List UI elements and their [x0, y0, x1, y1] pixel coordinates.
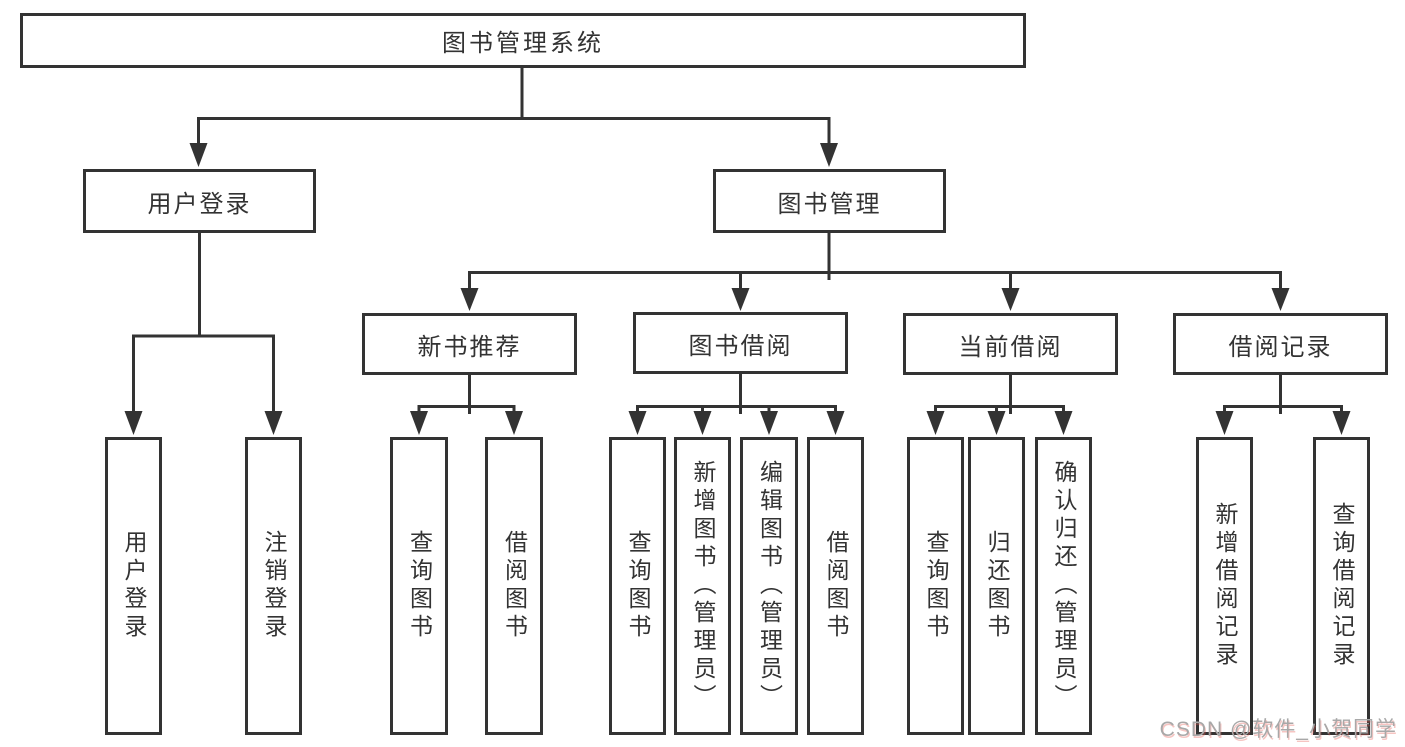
node-label: 查询借阅记录 — [1329, 502, 1355, 670]
leaf-query-books-1: 查询图书 — [390, 437, 448, 735]
leaf-confirm-return-admin: 确认归还（管理员） — [1035, 437, 1092, 735]
leaf-edit-book-admin: 编辑图书（管理员） — [740, 437, 798, 735]
node-book-management: 图书管理 — [713, 169, 946, 233]
node-label: 用户登录 — [147, 190, 252, 218]
node-label: 编辑图书（管理员） — [756, 460, 783, 712]
node-label: 归还图书 — [984, 530, 1010, 642]
node-root-system: 图书管理系统 — [20, 13, 1026, 68]
leaf-query-borrow-record: 查询借阅记录 — [1313, 437, 1370, 735]
leaf-borrow-books-1: 借阅图书 — [485, 437, 543, 735]
node-user-login: 用户登录 — [83, 169, 316, 233]
node-book-borrow: 图书借阅 — [633, 312, 848, 374]
node-label: 新增图书（管理员） — [690, 460, 716, 712]
leaf-logout-login: 注销登录 — [245, 437, 302, 735]
node-borrow-records: 借阅记录 — [1173, 313, 1388, 375]
leaf-add-book-admin: 新增图书（管理员） — [674, 437, 731, 735]
node-label: 新增借阅记录 — [1212, 502, 1238, 670]
node-label: 新书推荐 — [417, 333, 522, 361]
leaf-query-books-2: 查询图书 — [609, 437, 666, 735]
node-label: 确认归还（管理员） — [1051, 460, 1077, 712]
node-label: 借阅记录 — [1228, 333, 1333, 361]
node-label: 当前借阅 — [958, 333, 1063, 361]
node-label: 注销登录 — [261, 530, 287, 642]
leaf-query-books-3: 查询图书 — [907, 437, 964, 735]
node-label: 图书管理系统 — [442, 30, 604, 57]
leaf-borrow-books-2: 借阅图书 — [807, 437, 864, 735]
node-label: 借阅图书 — [501, 530, 528, 642]
node-label: 查询图书 — [625, 530, 651, 642]
node-label: 图书管理 — [777, 190, 882, 218]
node-label: 查询图书 — [923, 530, 949, 642]
node-label: 查询图书 — [406, 530, 433, 642]
node-label: 借阅图书 — [823, 530, 849, 642]
node-label: 图书借阅 — [688, 332, 793, 360]
node-new-book-recommend: 新书推荐 — [362, 313, 577, 375]
leaf-user-login: 用户登录 — [105, 437, 162, 735]
leaf-add-borrow-record: 新增借阅记录 — [1196, 437, 1253, 735]
csdn-watermark: CSDN @软件_小贺同学 — [1159, 718, 1397, 741]
node-label: 用户登录 — [121, 530, 147, 642]
node-current-borrow: 当前借阅 — [903, 313, 1118, 375]
leaf-return-book: 归还图书 — [968, 437, 1025, 735]
